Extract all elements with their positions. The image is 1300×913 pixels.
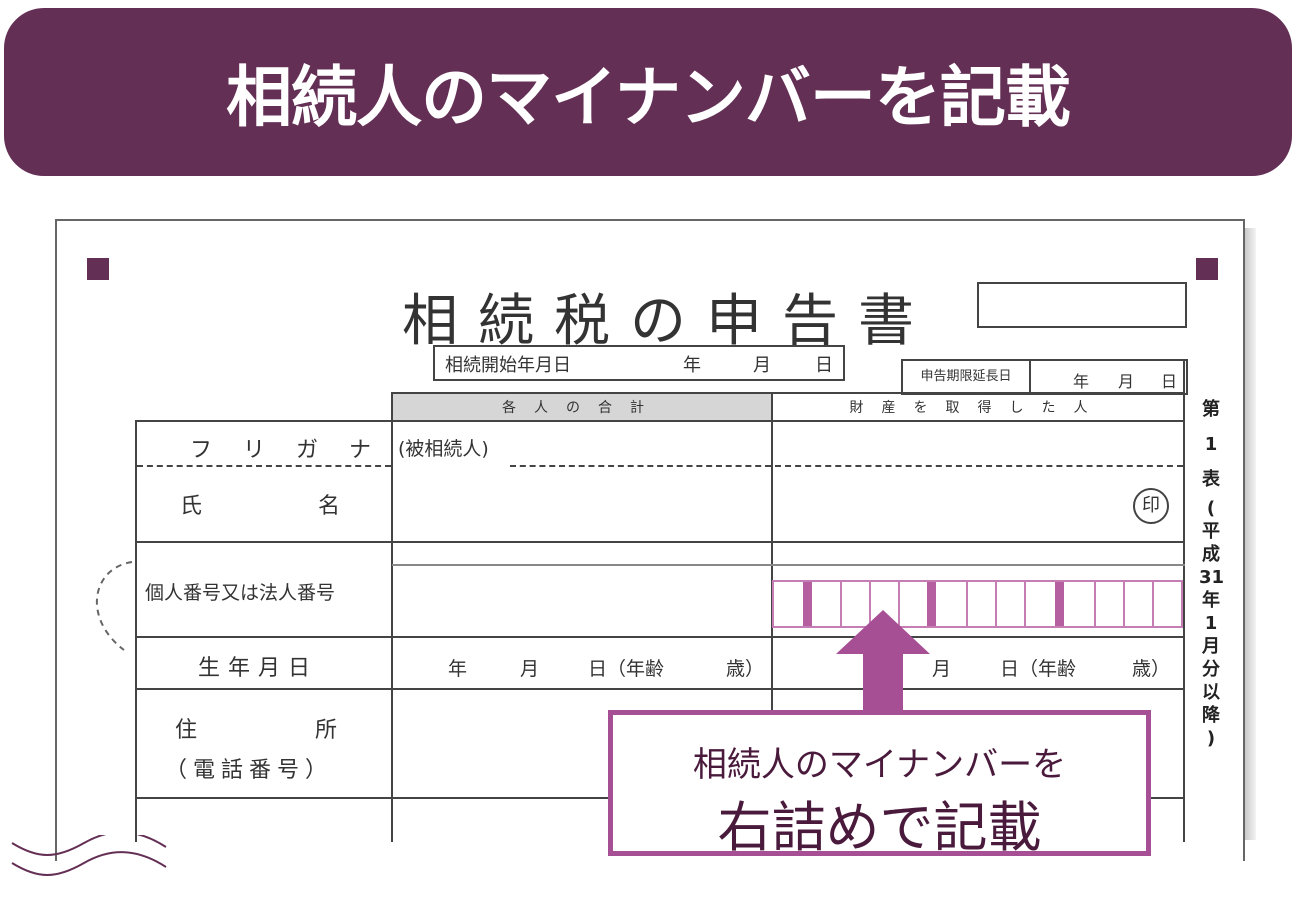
- extension-day: 日: [1161, 372, 1178, 391]
- birth-acquirer-month: 月: [932, 658, 952, 680]
- total-column-header-bg: [392, 392, 772, 420]
- my-number-separator: [1055, 582, 1064, 626]
- birth-total-age: 歳）: [726, 658, 765, 680]
- birth-total-year: 年: [448, 658, 468, 680]
- acquirer-column-header: 財産を取得した人: [849, 400, 1106, 416]
- corner-mark-left-icon: [87, 258, 109, 280]
- my-number-cell[interactable]: [772, 582, 774, 626]
- my-number-input-grid[interactable]: [772, 580, 1183, 628]
- extension-label: 申告期限延長日: [903, 361, 1031, 393]
- title-banner: 相続人のマイナンバーを記載: [4, 8, 1292, 176]
- address-label-1: 住: [175, 718, 198, 743]
- callout-line-2: 右詰めで記載: [717, 796, 1042, 859]
- my-number-separator: [803, 582, 812, 626]
- birth-acquirer-day: 日（年齢: [1000, 658, 1077, 680]
- paper-shadow: [1242, 228, 1256, 840]
- inheritance-start-date-field[interactable]: 相続開始年月日 年 月 日: [433, 345, 845, 381]
- phone-label: （電話番号）: [165, 758, 334, 783]
- furigana-divider-total: [510, 465, 771, 467]
- corner-mark-right-icon: [1196, 258, 1218, 280]
- callout-line-1: 相続人のマイナンバーを: [692, 745, 1067, 785]
- filing-extension-date-field[interactable]: 申告期限延長日 年 月 日: [901, 359, 1188, 395]
- start-date-month: 月: [753, 355, 771, 376]
- callout-box: 相続人のマイナンバーを 右詰めで記載: [608, 710, 1151, 859]
- extension-month: 月: [1118, 372, 1135, 391]
- form-page-note: 第 1 表 ( 平 成 31 年 1 月 分 以 降 ): [1199, 399, 1225, 749]
- form-title: 相続税の申告書: [402, 289, 934, 354]
- address-label-2: 所: [315, 718, 338, 743]
- start-date-label: 相続開始年月日: [445, 355, 571, 376]
- my-number-separator: [927, 582, 936, 626]
- arrow-up-icon: [836, 610, 930, 714]
- furigana-divider: [137, 465, 391, 467]
- birth-total-day: 日（年齢: [588, 658, 665, 680]
- total-column-header: 各人の合計: [502, 400, 662, 416]
- name-label-1: 氏: [180, 494, 203, 519]
- extension-year: 年: [1073, 372, 1090, 391]
- birth-total-month: 月: [520, 658, 540, 680]
- birthdate-label: 生年月日: [198, 656, 319, 681]
- furigana-divider-acquirer: [775, 465, 1183, 467]
- deceased-label: (被相続人): [398, 438, 489, 460]
- seal-icon: 印: [1133, 488, 1169, 524]
- punch-hole-guide-icon: [95, 561, 133, 651]
- name-label-2: 名: [318, 494, 341, 519]
- birth-acquirer-age: 歳）: [1132, 658, 1171, 680]
- form-id-box[interactable]: [977, 282, 1187, 328]
- page-break-wave-icon: [11, 835, 167, 876]
- my-number-label: 個人番号又は法人番号: [145, 582, 336, 604]
- start-date-year: 年: [683, 355, 701, 376]
- furigana-label: フ リ ガ ナ: [190, 438, 383, 463]
- start-date-day: 日: [815, 355, 833, 376]
- banner-title: 相続人のマイナンバーを記載: [226, 59, 1071, 136]
